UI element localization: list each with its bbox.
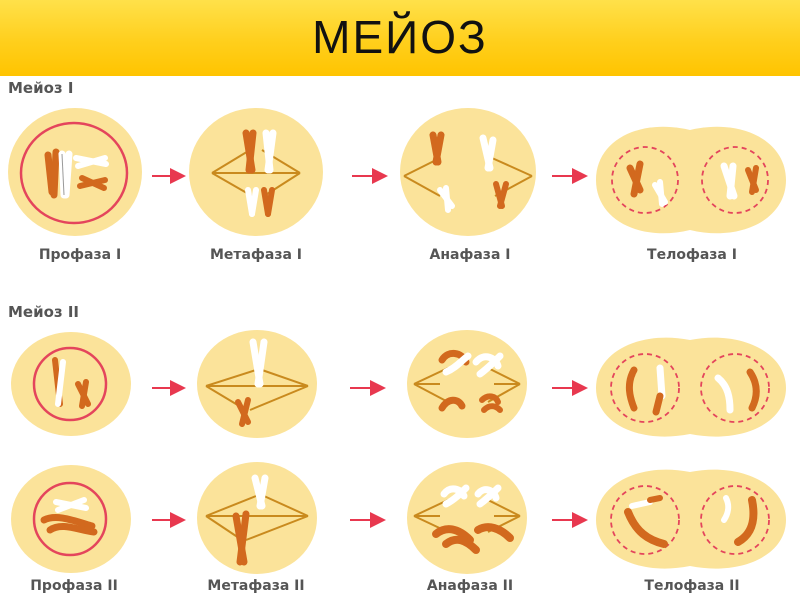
nucleus-membrane <box>610 353 680 423</box>
nucleus-membrane <box>700 353 770 423</box>
nucleus-membrane <box>32 346 108 422</box>
stage-label-telophase-1: Телофаза I <box>647 247 737 263</box>
title-banner: МЕЙОЗ <box>0 0 800 76</box>
nucleus-membrane <box>610 485 680 555</box>
cell-anaphase-2-a <box>407 330 527 438</box>
stage-label-telophase-2: Телофаза II <box>644 578 740 594</box>
stage-label-metaphase-2: Метафаза II <box>207 578 305 594</box>
cell-metaphase-2-b <box>197 462 317 574</box>
stage-label-prophase-1: Профаза I <box>38 247 122 263</box>
cell-anaphase-1 <box>400 108 536 236</box>
nucleus-membrane <box>611 146 679 214</box>
stage-label-prophase-2: Профаза II <box>30 578 118 594</box>
chromosome <box>44 148 73 199</box>
cell-telophase-2-a <box>596 337 786 437</box>
stage-label-metaphase-1: Метафаза I <box>210 247 302 263</box>
cell-anaphase-2-b <box>407 462 527 574</box>
nucleus-membrane <box>32 481 108 557</box>
cell-prophase-2-b <box>11 465 131 573</box>
cell-telophase-2-b <box>596 469 786 569</box>
page-title: МЕЙОЗ <box>312 11 488 63</box>
cell-metaphase-1 <box>189 108 323 236</box>
chromosome <box>73 155 109 191</box>
cell-telophase-1 <box>596 126 786 234</box>
nucleus-membrane <box>701 146 769 214</box>
stage-label-anaphase-1: Анафаза I <box>429 247 511 263</box>
stage-label-anaphase-2: Анафаза II <box>426 578 514 594</box>
section-label-meiosis-2: Мейоз II <box>8 303 80 321</box>
nucleus-membrane <box>700 485 770 555</box>
cell-prophase-1 <box>8 108 142 236</box>
section-label-meiosis-1: Мейоз I <box>8 79 74 97</box>
cell-prophase-2-a <box>11 332 131 436</box>
nucleus-membrane <box>19 121 129 225</box>
cell-metaphase-2-a <box>197 330 317 438</box>
